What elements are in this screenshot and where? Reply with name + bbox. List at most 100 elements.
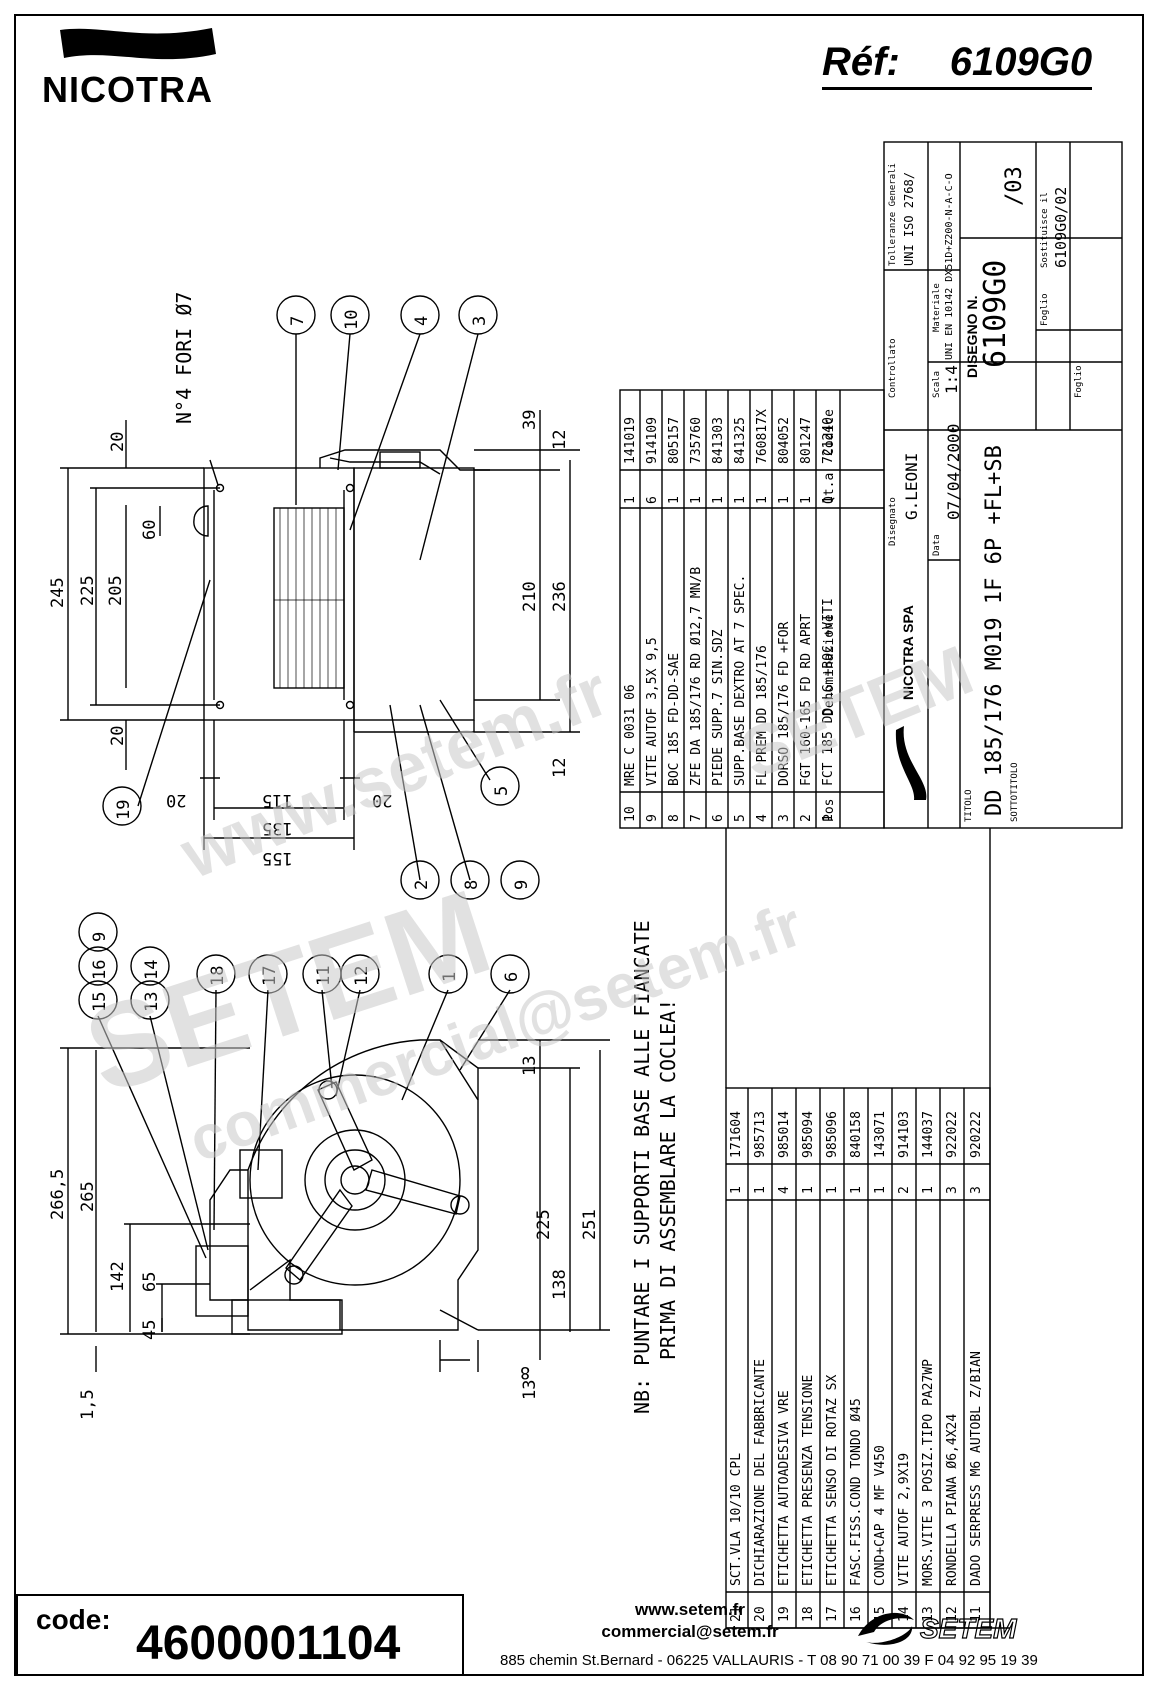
bom-bottom-cell-den: VITE AUTOF 2,9X19	[897, 1452, 912, 1586]
side-view-housing	[247, 1039, 479, 1331]
bom-bottom-cell-qta: 1	[825, 1186, 840, 1194]
drawing-title: DD 185/176 M019 1F 6P +FL+SB	[982, 445, 1007, 816]
bom-top-cell-pos: 5	[733, 814, 748, 822]
title-block	[883, 141, 1123, 829]
dim-210: 210	[520, 581, 540, 612]
data-value: 07/04/2000	[944, 423, 963, 520]
titolo-label: TITOLO	[964, 789, 974, 822]
dim-266-5: 266,5	[48, 1168, 68, 1220]
bom-bottom-cell-den: ETICHETTA SENSO DI ROTAZ SX	[825, 1374, 840, 1586]
ref-value: 6109G0	[949, 40, 1093, 84]
dim-60: 60	[140, 519, 160, 540]
email-link[interactable]: commercial@setem.fr	[601, 1622, 779, 1641]
dim-265: 265	[78, 1181, 98, 1212]
disegnato-value: G.LEONI	[902, 452, 921, 520]
website-link[interactable]: www.setem.fr	[635, 1600, 745, 1619]
balloon-10: 10	[342, 309, 362, 330]
reference: Réf: 6109G0	[822, 40, 1093, 90]
bom-bottom-cell-cod: 985014	[777, 1111, 792, 1158]
data-label: Data	[932, 534, 942, 556]
bom-top-cell-den: PIEDE SUPP.7 SIN.SDZ	[711, 629, 726, 786]
bom-top-cell-cod: 141019	[623, 417, 638, 464]
bom-bottom-cell-qta: 2	[897, 1186, 912, 1194]
materiale-value: UNI EN 10142 DX51D+Z200-N-A-C-O	[944, 173, 955, 360]
dim-65: 65	[140, 1271, 160, 1292]
sottotitolo-label: SOTTOTITOLO	[1010, 762, 1020, 822]
bom-top-cell-cod: 760817X	[755, 409, 770, 464]
bom-top-cell-qta: 1	[733, 496, 748, 504]
dim-236: 236	[550, 581, 570, 612]
assembly-note-line2: PRIMA DI ASSEMBLARE LA COCLEA!	[656, 998, 680, 1360]
code-label: code:	[36, 1604, 111, 1635]
brand-name: NICOTRA	[42, 69, 213, 110]
dim-8: 8	[520, 1362, 531, 1382]
bom-bottom-cell-qta: 1	[921, 1186, 936, 1194]
bom-top-cell-pos: 6	[711, 814, 726, 822]
bom-bottom-cell-den: ETICHETTA AUTOADESIVA VRE	[777, 1390, 792, 1586]
bom-bottom-cell-cod: 143071	[873, 1111, 888, 1158]
bom-bottom-cell-qta: 1	[801, 1186, 816, 1194]
bom-top-cell-pos: 3	[777, 814, 792, 822]
dim-138: 138	[550, 1269, 570, 1300]
dim-205: 205	[106, 575, 126, 606]
dim-20-left: 20	[166, 790, 187, 810]
bom-top-cell-den: BOC 185 FD-DD-SAE	[667, 652, 682, 786]
bom-bottom-cell-cod: 171604	[729, 1111, 744, 1158]
bom-top-cell-pos: 7	[689, 814, 704, 822]
foglio-label-2: Foglio	[1074, 365, 1084, 398]
bom-bottom-cell-cod: 985096	[825, 1111, 840, 1158]
bom-top-cell-cod: 801247	[799, 417, 814, 464]
bom-top-cell-cod: 841303	[711, 417, 726, 464]
dim-13-bottom: 13	[520, 1379, 540, 1400]
bom-bottom-cell-qta: 4	[777, 1186, 792, 1194]
nicotra-logo: NICOTRA	[42, 24, 252, 111]
bom-top-cell-qta: 1	[667, 496, 682, 504]
holes-note: N°4 FORI Ø7	[172, 291, 196, 424]
balloon-19: 19	[114, 799, 134, 820]
sostituisce-label: Sostituisce il	[1040, 192, 1050, 268]
bom-header-qta: Qt.a	[822, 472, 837, 504]
ref-label: Réf:	[822, 40, 900, 84]
bom-top-cell-pos: 2	[799, 814, 814, 822]
setem-logo: SETEM	[858, 1612, 1018, 1645]
bom-bottom-cell-den: COND+CAP 4 MF V450	[873, 1445, 888, 1586]
scala-value: 1:4	[942, 365, 961, 394]
bom-top-cell-cod: 841325	[733, 417, 748, 464]
bom-bottom-cell-den: MORS.VITE 3 POSIZ.TIPO PA27WP	[921, 1359, 936, 1586]
drawing-frame	[14, 14, 1144, 1676]
bom-bottom-cell-cod: 914103	[897, 1111, 912, 1158]
bom-top-cell-den: MRE C 0031 06	[623, 684, 638, 786]
bom-top-cell-cod: 914109	[645, 417, 660, 464]
bom-header-cod: Codice	[822, 409, 837, 456]
dim-225: 225	[78, 575, 98, 606]
bom-bottom-cell-cod: 840158	[849, 1111, 864, 1158]
bom-top-cell-pos: 9	[645, 814, 660, 822]
code-value: 4600001104	[136, 1617, 401, 1670]
materiale-label: Materiale	[932, 283, 942, 332]
bom-bottom-cell-qta: 3	[969, 1186, 984, 1194]
bom-top-cell-cod: 735760	[689, 417, 704, 464]
nicotra-wave-icon	[60, 28, 216, 60]
tolerances-label: Tolleranze Generali	[888, 163, 898, 266]
contact-block: www.setem.fr commercial@setem.fr	[470, 1600, 910, 1644]
bom-bottom-cell-cod: 985713	[753, 1111, 768, 1158]
disegno-rev: /03	[1002, 166, 1027, 206]
bom-bottom-cell-den: RONDELLA PIANA Ø6,4X24	[945, 1413, 960, 1586]
bom-bottom-cell-cod: 985094	[801, 1111, 816, 1158]
bom-top-cell-qta: 6	[645, 496, 660, 504]
bom-top-cell-cod: 804052	[777, 417, 792, 464]
bom-bottom-cell-qta: 1	[729, 1186, 744, 1194]
setem-logo-text: SETEM	[920, 1613, 1017, 1644]
bom-top-cell-den: ZFE DA 185/176 RD Ø12,7 MN/B	[689, 566, 704, 786]
bom-bottom-cell-den: ETICHETTA PRESENZA TENSIONE	[801, 1374, 816, 1586]
dim-251: 251	[580, 1209, 600, 1240]
bom-header-pos: Pos	[822, 798, 837, 822]
scala-label: Scala	[932, 370, 942, 398]
bom-top-cell-pos: 4	[755, 814, 770, 822]
dim-20-top: 20	[108, 431, 128, 452]
bom-top-cell-pos: 8	[667, 814, 682, 822]
dim-245: 245	[48, 577, 68, 608]
bom-bottom-cell-den: DICHIARAZIONE DEL FABBRICANTE	[753, 1359, 768, 1586]
disegnato-label: Disegnato	[888, 497, 898, 546]
